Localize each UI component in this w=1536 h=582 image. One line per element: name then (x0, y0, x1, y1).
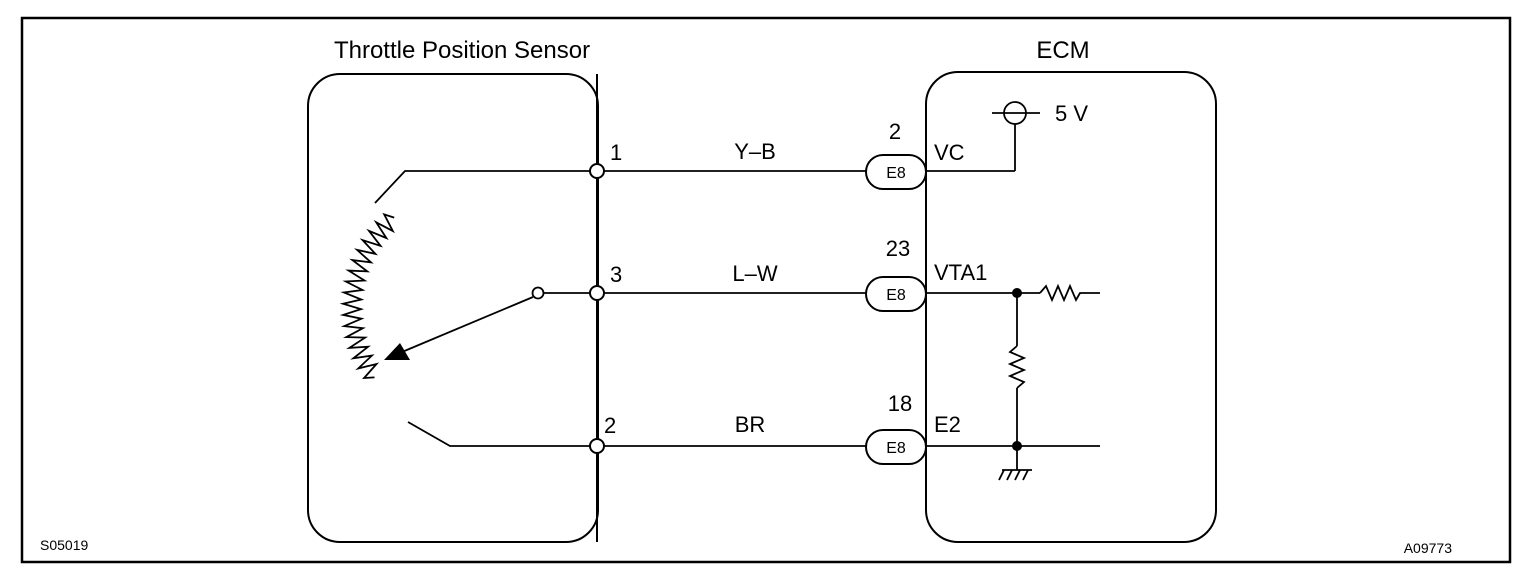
ecm-pin-label: 23 (886, 236, 910, 261)
ecm-box (925, 71, 1217, 543)
resistor-icon (1039, 283, 1100, 303)
sensor-pin-label: 2 (604, 413, 616, 438)
wire-color-label: Y–B (734, 139, 776, 164)
connector-e8: E8 (865, 429, 927, 465)
ecm-terminal-label: VC (934, 140, 965, 165)
ecm-terminal-label: E2 (934, 412, 961, 437)
wire-color-label: L–W (732, 261, 777, 286)
wiper-arrow-icon (384, 286, 590, 360)
ecm-pin-label: 2 (889, 119, 901, 144)
vta1-circuit (926, 283, 1100, 471)
sensor-pin-label: 3 (610, 262, 622, 287)
sensor-terminal-1 (589, 163, 605, 179)
connector-e8: E8 (865, 276, 927, 312)
connector-label: E8 (886, 165, 906, 182)
ecm-terminal-label: VTA1 (934, 260, 987, 285)
ecm-title: ECM (1036, 37, 1089, 64)
connector-e8: E8 (865, 154, 927, 190)
connector-label: E8 (886, 287, 906, 304)
supply-voltage-label: 5 V (1055, 101, 1088, 126)
wire-color-label: BR (735, 412, 766, 437)
sensor-title: Throttle Position Sensor (334, 37, 590, 64)
ecm-pin-label: 18 (888, 391, 912, 416)
diagram-frame (20, 16, 1512, 564)
sensor-pin-label: 1 (610, 140, 622, 165)
connector-label: E8 (886, 440, 906, 457)
junction-dot (1012, 441, 1022, 451)
sensor-terminal-3 (589, 285, 605, 301)
figure-code-right: A09773 (1404, 540, 1452, 556)
junction-dot (1012, 288, 1022, 298)
ground-icon (998, 469, 1029, 481)
sensor-box (307, 73, 599, 543)
resistor-icon (1007, 345, 1027, 389)
supply-5v-icon (926, 101, 1040, 172)
sensor-terminal-2 (589, 438, 605, 454)
figure-code-left: S05019 (40, 537, 88, 553)
potentiometer-icon (339, 170, 597, 447)
